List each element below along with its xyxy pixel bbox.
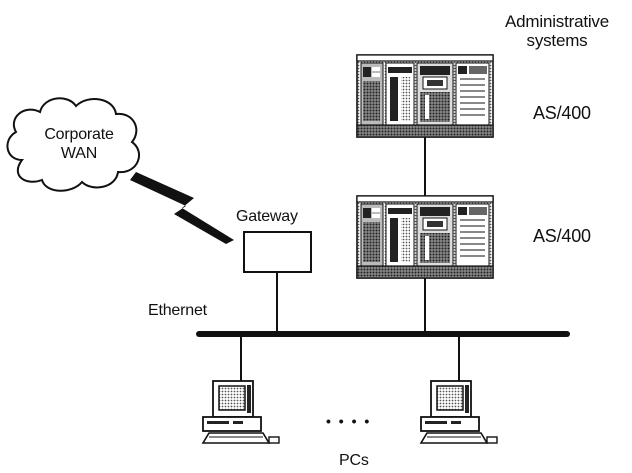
pc-ellipsis: • • • • — [326, 413, 372, 429]
corporate-wan-label-line2: WAN — [60, 145, 98, 162]
administrative-label-line2: systems — [526, 31, 588, 50]
pc-right — [420, 380, 498, 444]
gateway-label: Gateway — [236, 208, 298, 225]
wan-lightning-link — [130, 172, 234, 244]
as400-top-label: AS/400 — [533, 103, 591, 123]
corporate-wan-cloud — [6, 97, 140, 192]
as400-server-bottom — [356, 195, 494, 279]
administrative-systems-label: Administrative systems — [493, 12, 621, 50]
gateway-box — [243, 231, 312, 273]
administrative-label-line1: Administrative — [505, 12, 609, 31]
pcs-label: PCs — [339, 452, 369, 469]
as400-server-top — [356, 54, 494, 138]
corporate-wan-label: Corporate WAN — [24, 125, 134, 163]
pc-left — [202, 380, 280, 444]
ethernet-label: Ethernet — [148, 302, 207, 319]
corporate-wan-label-line1: Corporate — [44, 126, 114, 143]
ethernet-bus — [196, 331, 570, 337]
as400-bottom-label: AS/400 — [533, 226, 591, 246]
